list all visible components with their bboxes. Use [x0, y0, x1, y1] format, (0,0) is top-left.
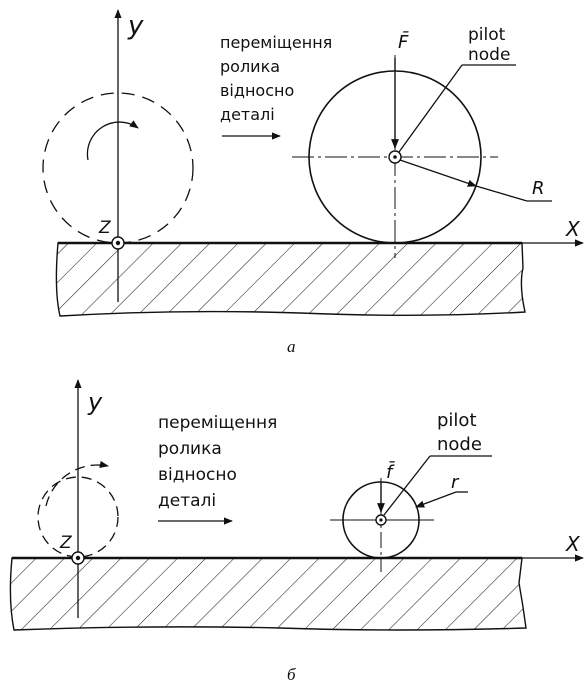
force-label-b: f̄: [386, 461, 395, 483]
motion-text-b-4: деталі: [158, 491, 216, 511]
caption-a: а: [287, 337, 296, 356]
pilot-label-a-1: pilot: [468, 25, 506, 45]
x-axis-label-a: X: [565, 217, 581, 241]
pilot-leader-b: [383, 455, 431, 516]
panel-a: X y Z переміщення ролика відносно деталі…: [42, 9, 584, 356]
y-axis-label-a: y: [127, 11, 144, 41]
radius-arrow-a: [399, 159, 477, 187]
pilot-label-b-2: node: [437, 434, 482, 455]
force-label-a: F̄: [398, 31, 409, 53]
rotation-arrow-b: [45, 460, 109, 507]
radius-label-b: r: [451, 472, 460, 493]
pilot-leader-a: [398, 64, 463, 153]
motion-text-b-1: переміщення: [158, 413, 277, 433]
caption-b: б: [287, 665, 296, 684]
radius-label-a: R: [532, 178, 545, 199]
motion-text-b-3: відносно: [158, 465, 237, 485]
z-axis-label-a: Z: [98, 218, 111, 238]
motion-text-a-2: ролика: [220, 57, 280, 76]
radius-leader-a: [475, 185, 528, 202]
panel-b: X y Z переміщення ролика відносно деталі…: [9, 379, 584, 684]
pilot-label-b-1: pilot: [437, 410, 477, 431]
x-axis-label-b: X: [565, 532, 581, 556]
workpiece-b: [9, 557, 527, 631]
pilot-node-b-dot: [379, 518, 383, 522]
radius-arrow-b: [415, 491, 457, 508]
motion-text-a-1: переміщення: [220, 33, 332, 52]
pilot-label-a-2: node: [468, 45, 510, 65]
motion-text-a-3: відносно: [220, 81, 294, 100]
workpiece-a: [55, 242, 526, 317]
rotation-arrow-a: [86, 120, 139, 161]
motion-text-b-2: ролика: [158, 439, 222, 459]
pilot-node-a-dot: [393, 155, 397, 159]
start-roller-b: [37, 476, 119, 558]
y-axis-label-b: y: [87, 388, 103, 416]
z-origin-dot-a: [115, 240, 121, 246]
z-axis-label-b: Z: [59, 533, 72, 553]
z-origin-dot-b: [75, 555, 81, 561]
motion-text-a-4: деталі: [220, 105, 275, 124]
